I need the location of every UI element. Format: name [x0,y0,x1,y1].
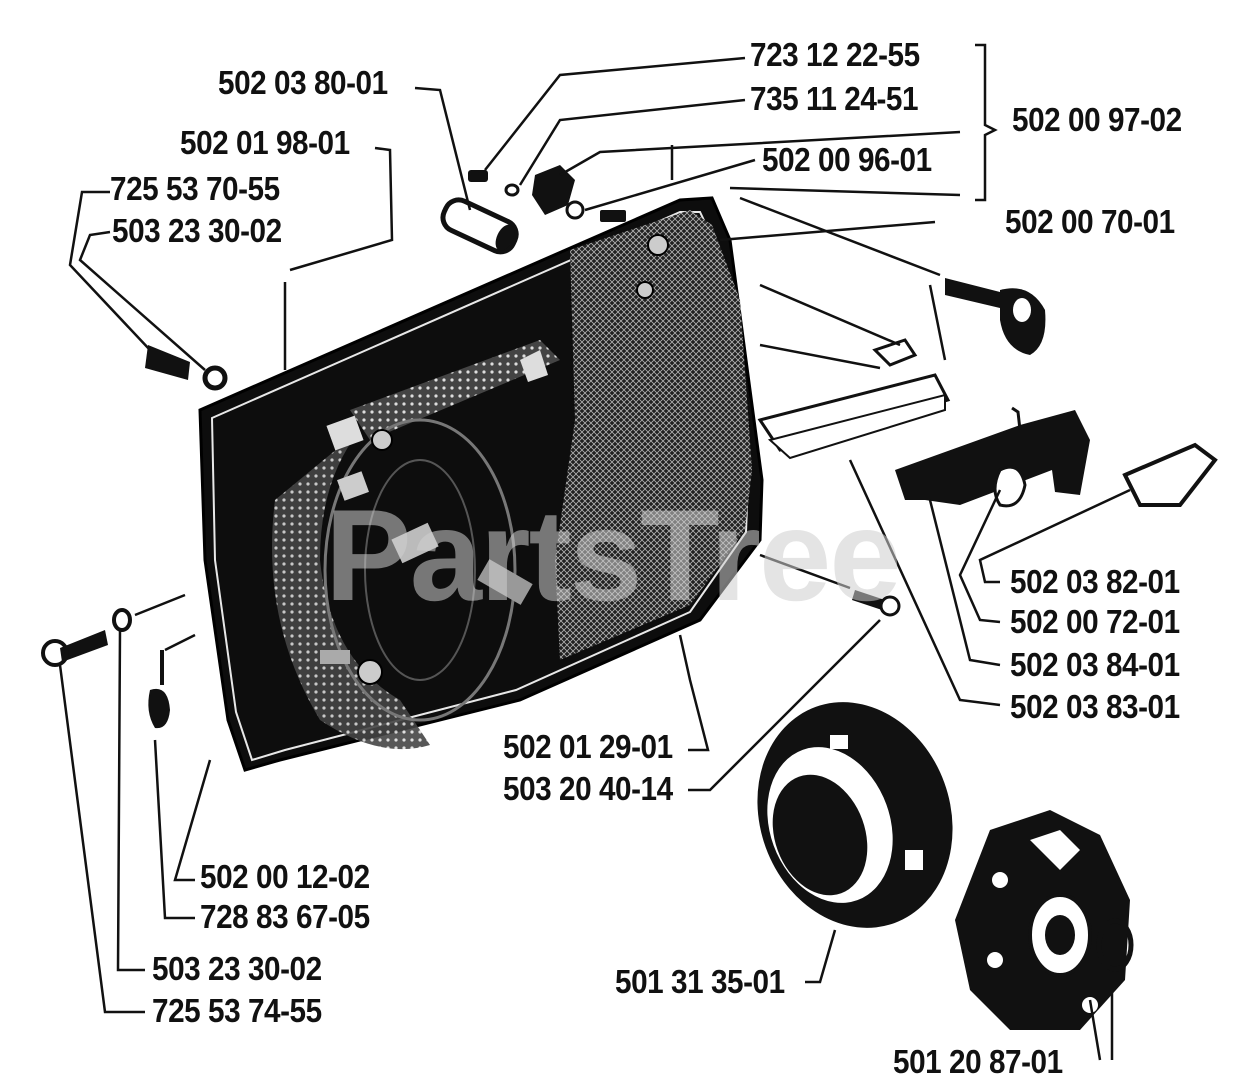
part-label-502-01-98-01[interactable]: 502 01 98-01 [180,124,350,161]
part-label-735-11-24-51[interactable]: 735 11 24-51 [750,80,919,117]
part-label-503-23-30-02-bottom[interactable]: 503 23 30-02 [152,950,322,987]
part-label-501-31-35-01[interactable]: 501 31 35-01 [615,963,785,1000]
part-label-502-03-80-01[interactable]: 502 03 80-01 [218,64,388,101]
part-label-725-53-70-55[interactable]: 725 53 70-55 [110,170,280,207]
leader-lines [58,43,1131,1061]
part-label-502-03-82-01[interactable]: 502 03 82-01 [1010,563,1180,600]
part-label-502-00-96-01[interactable]: 502 00 96-01 [762,141,932,178]
part-label-501-20-87-01[interactable]: 501 20 87-01 [893,1043,1063,1080]
part-label-728-83-67-05[interactable]: 728 83 67-05 [200,898,370,935]
hardware-parts [41,165,1218,729]
part-label-502-00-72-01[interactable]: 502 00 72-01 [1010,603,1180,640]
part-label-502-00-70-01[interactable]: 502 00 70-01 [1005,203,1175,240]
part-label-503-20-40-14[interactable]: 503 20 40-14 [503,770,673,807]
clutch-assembly [955,810,1134,1030]
part-label-502-01-29-01[interactable]: 502 01 29-01 [503,728,673,765]
part-label-502-03-84-01[interactable]: 502 03 84-01 [1010,646,1180,683]
clutch-cover [198,196,764,772]
part-label-502-00-12-02[interactable]: 502 00 12-02 [200,858,370,895]
part-label-502-03-83-01[interactable]: 502 03 83-01 [1010,688,1180,725]
part-label-725-53-74-55[interactable]: 725 53 74-55 [152,992,322,1029]
clutch-drum [757,702,953,928]
watermark: PartsTree [325,482,902,628]
part-label-503-23-30-02-top[interactable]: 503 23 30-02 [112,212,282,249]
part-label-723-12-22-55[interactable]: 723 12 22-55 [750,36,920,73]
part-label-502-00-97-02[interactable]: 502 00 97-02 [1012,101,1182,138]
